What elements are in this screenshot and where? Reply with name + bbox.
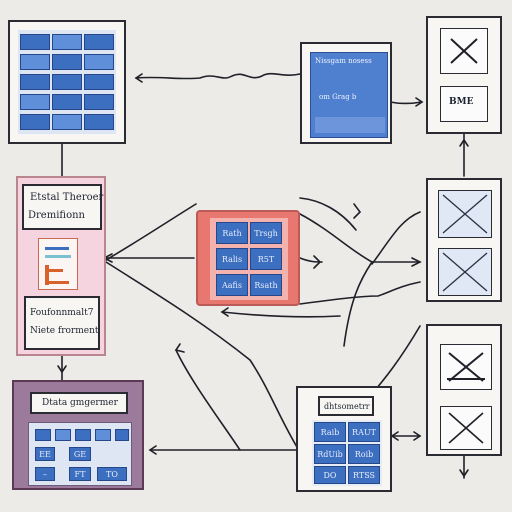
grid-tile <box>20 114 50 130</box>
bottom-left-tile: EE <box>35 447 55 461</box>
grid-tile <box>52 94 82 110</box>
definition-box: Etstal Theroer Dremifionn <box>22 184 104 230</box>
center-tile: Ralis <box>216 248 248 270</box>
blue-document: Nissgam nosess om Grag b <box>310 52 388 138</box>
definition-title: Etstal Theroer <box>30 192 104 203</box>
bottom-right-tile: RTSS <box>348 466 380 484</box>
grid-tile <box>84 54 114 70</box>
left-pink-panel: Etstal Theroer Dremifionn Foufonnmalt7 N… <box>16 176 106 356</box>
bottom-left-tile: TO <box>97 467 127 481</box>
format-subtitle: Niete frorment <box>30 326 99 336</box>
grid-tile <box>115 429 129 441</box>
bottom-right-screen: dhtsometrr Raib RAUT RdUib Roib DO RTSS <box>296 386 392 492</box>
top-left-screen <box>8 20 126 144</box>
center-tile: Rsath <box>250 274 282 296</box>
format-title: Foufonnmalt7 <box>30 308 94 318</box>
dashboard-title: dhtsometrr <box>324 402 370 411</box>
grid-tile <box>52 54 82 70</box>
format-box: Foufonnmalt7 Niete frorment <box>24 296 100 350</box>
document-line-2: om Grag b <box>319 93 357 101</box>
center-inner-panel: Rath Trsgh Ralis R5T Aafis Rsath <box>210 218 288 300</box>
bottom-left-grid: EE GE – FT TO <box>28 422 132 486</box>
x-box-icon <box>438 248 492 296</box>
grid-tile <box>35 429 51 441</box>
top-middle-screen: Nissgam nosess om Grag b <box>300 42 392 144</box>
right-middle-screen <box>426 178 502 302</box>
close-icon <box>440 406 492 450</box>
doc-line <box>49 281 69 284</box>
grid-tile <box>20 94 50 110</box>
document-icon <box>38 238 78 290</box>
bottom-right-tile: DO <box>314 466 346 484</box>
grid-tile <box>84 94 114 110</box>
right-bottom-screen <box>426 324 502 456</box>
dashboard-title-box: dhtsometrr <box>318 396 374 416</box>
blue-grid <box>18 30 116 134</box>
doc-line <box>49 269 63 272</box>
grid-tile <box>95 429 111 441</box>
bottom-left-panel: Dtata gmgermer EE GE – FT TO <box>12 380 144 490</box>
grid-tile <box>20 54 50 70</box>
document-line-1: Nissgam nosess <box>315 57 372 65</box>
bottom-right-tile: Roib <box>348 444 380 464</box>
bottom-right-tile: RdUib <box>314 444 346 464</box>
center-tile: Rath <box>216 222 248 244</box>
grid-tile <box>55 429 71 441</box>
bme-label: BME <box>449 97 474 107</box>
grid-tile <box>20 74 50 90</box>
data-manager-box: Dtata gmgermer <box>30 392 128 414</box>
grid-tile <box>84 34 114 50</box>
grid-tile <box>84 114 114 130</box>
bottom-right-tile: Raib <box>314 422 346 442</box>
doc-bar <box>45 265 49 285</box>
doc-line <box>45 255 71 258</box>
grid-tile <box>52 114 82 130</box>
network-icon <box>440 344 492 390</box>
close-icon <box>440 28 488 74</box>
definition-subtitle: Dremifionn <box>28 210 85 221</box>
grid-tile <box>20 34 50 50</box>
center-tile: Aafis <box>216 274 248 296</box>
center-red-panel: Rath Trsgh Ralis R5T Aafis Rsath <box>196 210 300 306</box>
grid-tile <box>84 74 114 90</box>
grid-tile <box>52 34 82 50</box>
grid-tile <box>75 429 91 441</box>
top-right-screen: BME <box>426 16 502 134</box>
doc-line <box>45 247 69 250</box>
document-strip <box>315 117 385 133</box>
bottom-left-tile: GE <box>69 447 91 461</box>
x-box-icon <box>438 190 492 238</box>
center-tile: R5T <box>250 248 282 270</box>
grid-tile <box>52 74 82 90</box>
data-manager-title: Dtata gmgermer <box>42 398 118 408</box>
bottom-right-tile: RAUT <box>348 422 380 442</box>
bottom-right-grid: Raib RAUT RdUib Roib DO RTSS <box>312 420 382 486</box>
bottom-left-tile: FT <box>69 467 91 481</box>
bottom-left-tile: – <box>35 467 55 481</box>
center-tile: Trsgh <box>250 222 282 244</box>
bme-icon: BME <box>440 86 488 122</box>
